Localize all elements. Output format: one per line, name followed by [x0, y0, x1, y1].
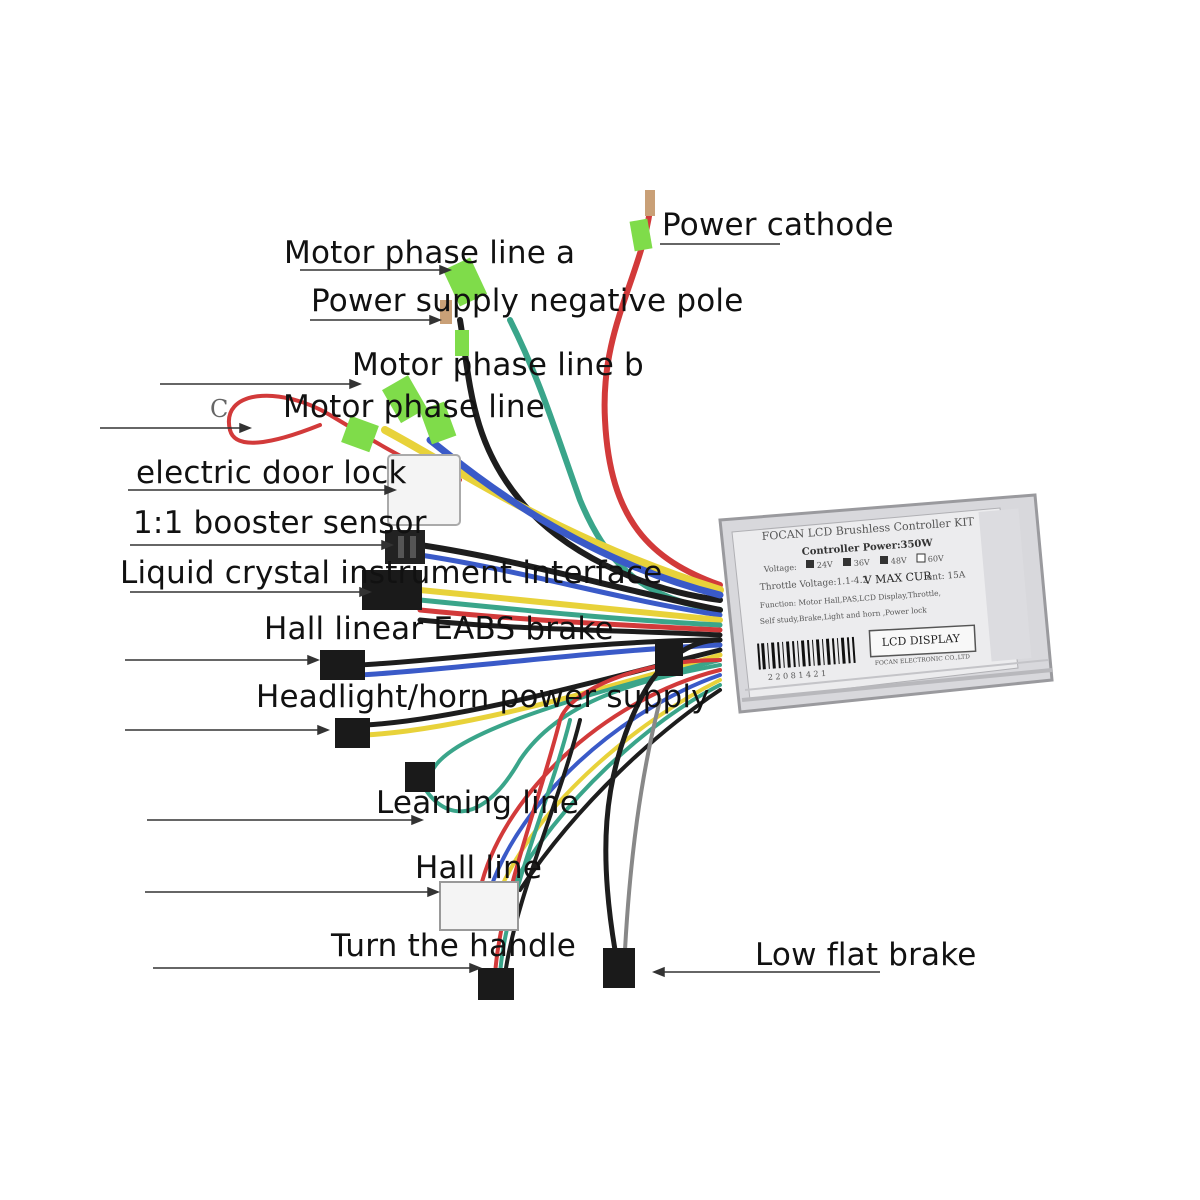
- current-value: ent: 15A: [927, 570, 967, 583]
- label-motor-phase-a: Motor phase line a: [284, 235, 576, 271]
- label-lcd-interface: Liquid crystal instrument interface: [120, 555, 663, 591]
- connectors: [320, 454, 683, 1000]
- max-current: V MAX CUR: [862, 569, 932, 587]
- voltage-24: 24V: [817, 560, 834, 570]
- barcode: [757, 636, 856, 670]
- label-turn-handle: Turn the handle: [331, 928, 576, 964]
- label-c-mark: C: [210, 395, 229, 423]
- label-power-negative: Power supply negative pole: [311, 283, 744, 319]
- pointer-arrows: [100, 243, 880, 978]
- label-power-cathode: Power cathode: [662, 207, 894, 243]
- label-headlight-horn: Headlight/horn power supply: [256, 679, 710, 715]
- barcode-number: 2 2 0 8 1 4 2 1: [768, 669, 827, 682]
- controller-housing: [718, 493, 1054, 714]
- voltage-48: 48V: [891, 556, 908, 566]
- label-booster-sensor: 1:1 booster sensor: [133, 505, 427, 541]
- label-motor-phase: Motor phase line: [283, 389, 545, 425]
- voltage-label: Voltage:: [763, 563, 797, 574]
- label-motor-phase-b: Motor phase line b: [352, 347, 644, 383]
- label-door-lock: electric door lock: [136, 455, 407, 491]
- label-eabs-brake: Hall linear EABS brake: [264, 611, 614, 647]
- voltage-60: 60V: [928, 554, 945, 564]
- voltage-36: 36V: [854, 558, 871, 568]
- label-low-flat-brake: Low flat brake: [755, 937, 977, 973]
- label-learning-line: Learning line: [376, 785, 579, 821]
- label-hall-line: Hall line: [415, 850, 543, 886]
- green-terminal-tags: [341, 190, 655, 453]
- lcd-display-label: LCD DISPLAY: [881, 632, 961, 649]
